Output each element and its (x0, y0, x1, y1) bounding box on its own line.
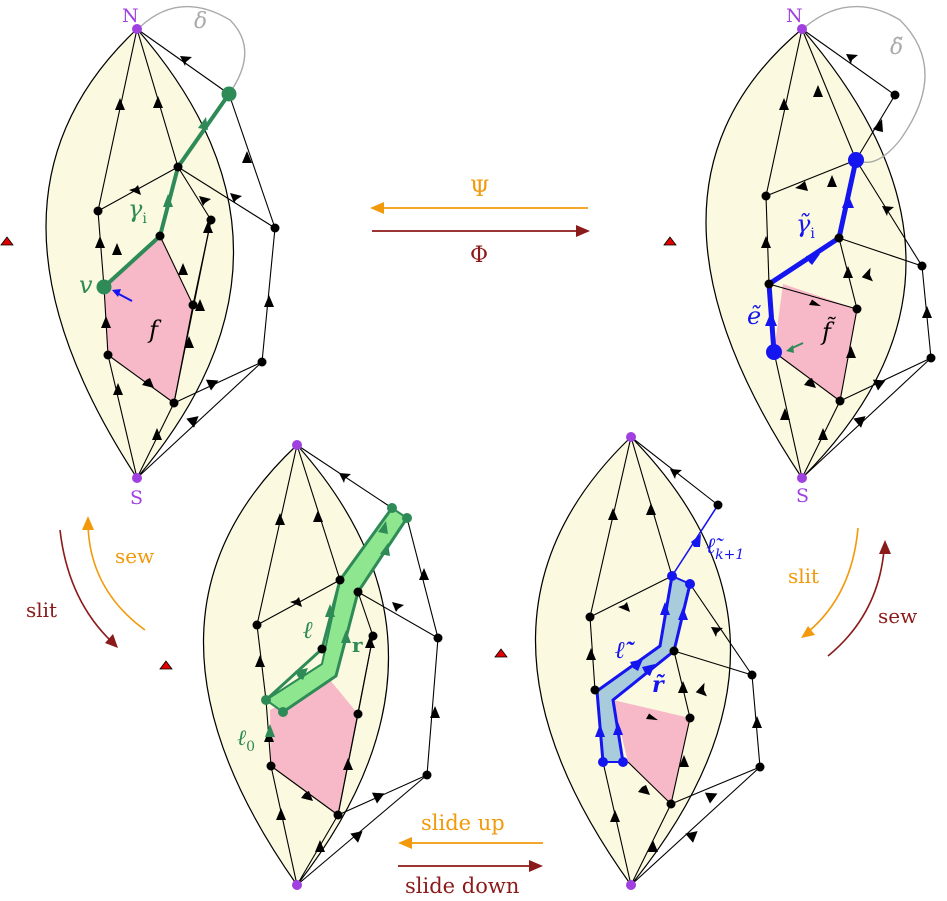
lens-top-right (705, 28, 907, 479)
lens-bottom-right (534, 436, 732, 886)
label-sew-right: sew (878, 604, 917, 628)
label-r-tilde: r̃ (652, 672, 665, 698)
label-psi: Ψ (470, 177, 489, 202)
label-phi: Φ (470, 243, 488, 268)
red-marker-top-left (0, 236, 14, 246)
label-slide-down: slide down (405, 874, 519, 898)
lens-bottom-left (202, 444, 389, 887)
label-sew-left: sew (115, 544, 154, 568)
arrows-psi-phi: Ψ Φ (370, 177, 590, 268)
pole-north-top-left (132, 24, 142, 34)
vertices-bottom-right (585, 500, 765, 809)
arrows-slide: slide up slide down (398, 811, 543, 898)
label-gamma-top-left: γi (128, 195, 147, 227)
arrowheads-bottom-right (494, 469, 762, 852)
label-v: v (79, 271, 93, 299)
panel-top-right: N S δ̃ γ̃i ẽ f̃ (663, 5, 936, 507)
pole-south-bottom-left (292, 880, 302, 890)
label-ell: ℓ (303, 615, 313, 644)
vertex-gamma-end-tilde (848, 152, 864, 168)
label-r: r (352, 633, 363, 657)
vertex-e-tilde-start (766, 344, 782, 360)
label-gamma-tilde: γ̃i (796, 210, 815, 242)
vertex-v (96, 279, 112, 295)
label-ell-k-plus-1: ℓ̃k+1 (706, 534, 744, 563)
edges-bottom-left (256, 444, 439, 886)
label-slide-up: slide up (421, 811, 505, 835)
arrows-right-side: slit sew (788, 527, 917, 657)
vertices-bottom-left (252, 575, 443, 820)
panel-top-left: N S δ γi v f (0, 5, 280, 509)
pole-south-top-right (797, 473, 807, 483)
pole-north-bottom-right (626, 432, 636, 442)
red-marker-bottom-left (159, 660, 173, 670)
vertices-top-right (761, 90, 936, 406)
label-e-tilde: ẽ (747, 302, 761, 330)
pole-north-top-right (797, 24, 807, 34)
label-delta-tilde: δ̃ (890, 35, 903, 60)
red-marker-top-right (663, 236, 677, 246)
label-south-top-right: S (796, 485, 809, 507)
label-south-top-left: S (130, 487, 143, 509)
face-f-tilde (774, 284, 857, 401)
pole-south-bottom-right (626, 880, 636, 890)
delta-curve-top-left (139, 5, 246, 95)
pole-south-top-left (132, 473, 142, 483)
face-slit-bottom-right (613, 700, 690, 804)
label-slit-right: slit (788, 564, 819, 588)
arrowheads-bottom-left (159, 473, 440, 852)
arrowheads-top-right (663, 54, 932, 440)
vertices-top-left (93, 162, 280, 408)
panel-bottom-right: ℓ̃ r̃ ℓ̃k+1 (494, 432, 765, 890)
vertex-path-end (221, 86, 237, 102)
face-f (104, 236, 193, 403)
pole-north-bottom-left (292, 440, 302, 450)
green-vertices-bottom-left (261, 503, 412, 717)
label-ell0: ℓ0 (237, 726, 255, 755)
edges-top-left (97, 28, 276, 479)
red-marker-bottom-right (494, 648, 508, 658)
label-slit-left: slit (26, 598, 57, 622)
arrows-left-side: sew slit (26, 516, 154, 648)
label-north-top-left: N (122, 5, 139, 27)
panel-bottom-left: ℓ r ℓ0 (159, 440, 443, 890)
delta-curve-top-right (804, 5, 926, 164)
blue-vertices-bottom-right (598, 571, 695, 767)
label-delta-top-left: δ (194, 9, 207, 34)
arrowheads-top-left (0, 56, 274, 440)
label-north-top-right: N (786, 5, 803, 27)
